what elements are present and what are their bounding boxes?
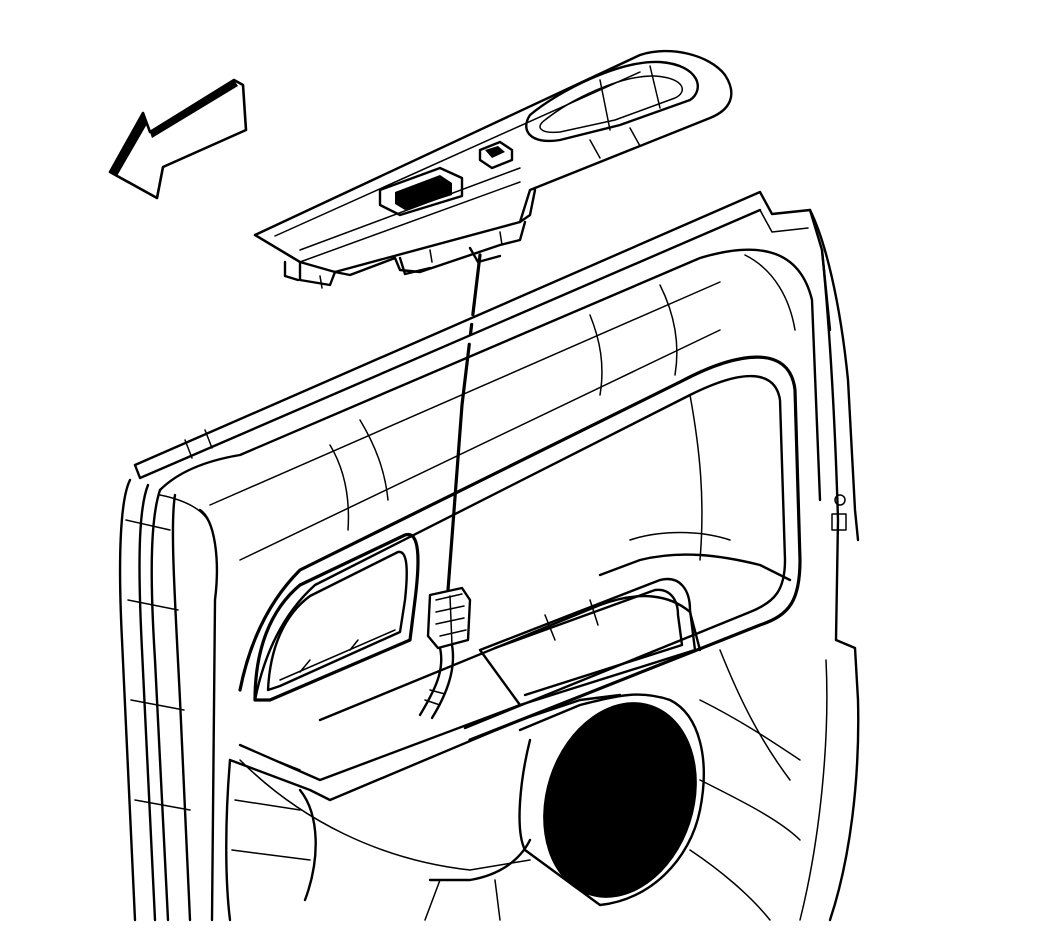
- forward-arrow-icon: [108, 78, 248, 200]
- dashed-leader-line: [446, 253, 482, 592]
- rear-door-trim-panel: [118, 190, 860, 922]
- wiring-harness-connector: [418, 586, 472, 720]
- window-switch-bezel: [253, 49, 733, 289]
- speaker-grille: [543, 702, 697, 898]
